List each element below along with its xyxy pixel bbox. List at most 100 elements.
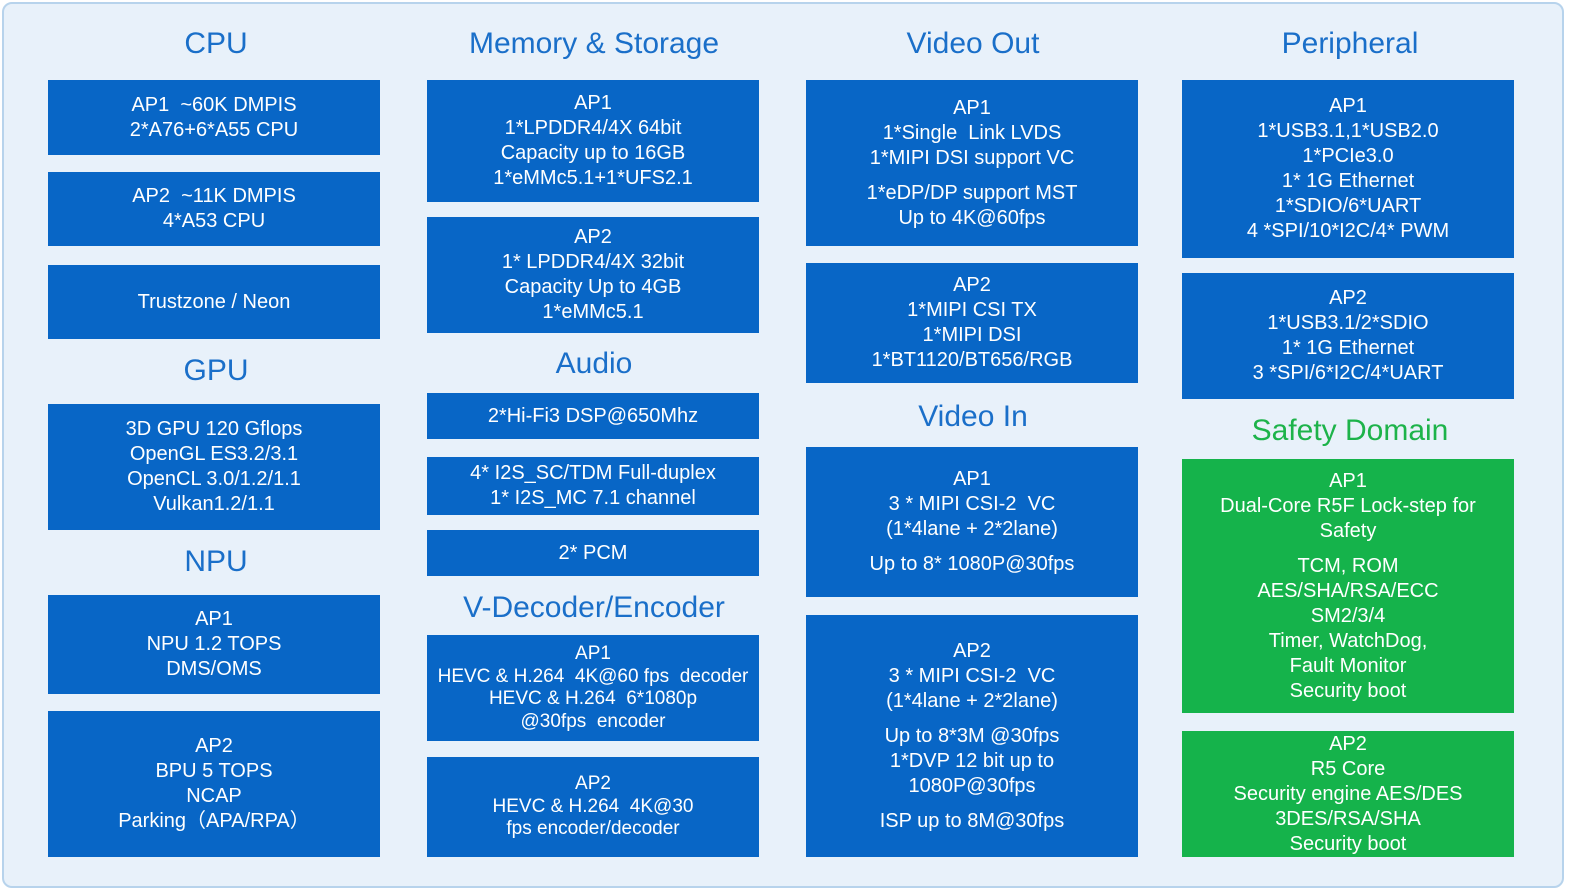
audio-heading: Audio (555, 347, 633, 380)
npu-heading: NPU (184, 545, 248, 578)
box-text-line: 3 * MIPI CSI-2 VC (888, 493, 1056, 515)
box-text-line: AP2 (953, 639, 991, 662)
box-text-line: 1*MIPI DSI (922, 324, 1022, 346)
box-text-line: 4 *SPI/10*I2C/4* PWM (1246, 220, 1450, 242)
box-text-line: 1* I2S_MC 7.1 channel (490, 487, 696, 509)
box-text-line: Up to 4K@60fps (898, 206, 1046, 229)
box-text-line: AP1 ~60K DMPIS (131, 93, 297, 116)
box-text-line: AP2 (575, 773, 611, 795)
box-text-line: fps encoder/decoder (506, 818, 680, 840)
video-out-heading: Video Out (906, 27, 1040, 60)
box-text-line: AP1 (953, 468, 991, 490)
box-text-line: AP2 (1329, 287, 1367, 309)
box-text-line: R5 Core (1310, 757, 1386, 780)
box-text-line: Fault Monitor (1289, 654, 1407, 677)
box-text-line: 1*BT1120/BT656/RGB (871, 349, 1073, 371)
box-text-line: 3 *SPI/6*I2C/4*UART (1252, 362, 1444, 384)
box-text-line: NCAP (186, 785, 242, 807)
box-text-line: AP1 (953, 96, 991, 119)
video-in-heading: Video In (918, 400, 1028, 433)
peripheral-ap2-box: AP2 1*USB3.1/2*SDIO 1* 1G Ethernet 3 *SPI/6… (1182, 273, 1514, 399)
box-text-line: AP2 (195, 735, 233, 757)
box-text-line: 4* I2S_SC/TDM Full-duplex (470, 462, 716, 484)
box-text-line: 1* 1G Ethernet (1281, 337, 1415, 359)
box-text-line: Security boot (1289, 832, 1407, 855)
video-out-ap2-box: AP2 1*MIPI CSI TX 1*MIPI DSI 1*BT1120/BT656… (806, 263, 1138, 383)
box-text-line: @30fps encoder (520, 710, 666, 732)
box-text-line: Up to 8* 1080P@30fps (869, 553, 1075, 575)
box-text-line: 1*SDIO/6*UART (1274, 195, 1422, 217)
box-text-line: 1* LPDDR4/4X 32bit (501, 251, 685, 273)
box-text-line: Dual-Core R5F Lock-step for (1220, 494, 1476, 517)
box-text-line: AES/SHA/RSA/ECC (1257, 579, 1439, 602)
box-text-line: 3D GPU 120 Gflops (125, 418, 303, 440)
box-text-line: AP2 ~11K DMPIS (132, 185, 296, 207)
box-text-line: Security engine AES/DES (1233, 782, 1463, 805)
box-text-line: AP1 (195, 608, 233, 630)
box-text-line: SM2/3/4 (1310, 604, 1386, 627)
box-text-line: 2* PCM (558, 541, 628, 564)
box-text-line: 4*A53 CPU (162, 210, 266, 232)
video-in-ap1-box: AP1 3 * MIPI CSI-2 VC (1*4lane + 2*2lane) U… (806, 447, 1138, 597)
box-text-line: AP2 (1329, 732, 1367, 755)
box-text-line: BPU 5 TOPS (155, 760, 273, 782)
box-text-line: Capacity Up to 4GB (504, 276, 682, 298)
box-text-line: OpenCL 3.0/1.2/1.1 (127, 468, 301, 490)
box-text-line: (1*4lane + 2*2lane) (886, 689, 1058, 712)
peripheral-heading: Peripheral (1281, 27, 1419, 60)
codec-heading: V-Decoder/Encoder (463, 591, 725, 624)
audio-i2s-box: 4* I2S_SC/TDM Full-duplex 1* I2S_MC 7.1 c… (427, 457, 759, 515)
box-text-line: TCM, ROM (1297, 554, 1399, 577)
cpu-ap2-box: AP2 ~11K DMPIS 4*A53 CPU (48, 172, 380, 246)
box-text-line: 2*A76+6*A55 CPU (129, 118, 299, 141)
box-text-line: 1*eMMc5.1 (542, 301, 644, 323)
box-text-line: Vulkan1.2/1.1 (153, 493, 275, 515)
box-text-line: ISP up to 8M@30fps (879, 809, 1065, 832)
box-text-line: 1*Single Link LVDS (882, 121, 1062, 144)
box-text-line: 3 * MIPI CSI-2 VC (888, 664, 1056, 687)
box-text-line: AP1 (1329, 469, 1367, 492)
box-text-line: 1*USB3.1/2*SDIO (1267, 312, 1429, 334)
box-text-line: 3DES/RSA/SHA (1275, 807, 1421, 830)
box-text-line: 1*USB3.1,1*USB2.0 (1257, 120, 1439, 142)
box-text-line: DMS/OMS (166, 658, 262, 680)
box-text-line: HEVC & H.264 4K@60 fps decoder (437, 665, 749, 687)
box-text-line: 1*MIPI DSI support VC (869, 146, 1075, 169)
safety-heading: Safety Domain (1251, 414, 1449, 447)
box-text-line: Security boot (1289, 679, 1407, 702)
box-text-line: AP1 (1329, 95, 1367, 117)
box-text-line: Parking（APA/RPA） (118, 810, 310, 832)
gpu-heading: GPU (183, 354, 249, 387)
box-text-line: Capacity up to 16GB (500, 142, 686, 164)
box-text-line: AP2 (953, 274, 991, 296)
box-text-line: 1*PCIe3.0 (1302, 145, 1394, 167)
box-text-line: Trustzone / Neon (137, 290, 291, 313)
box-text-line: Up to 8*3M @30fps (884, 724, 1060, 747)
cpu-heading: CPU (184, 27, 248, 60)
memory-heading: Memory & Storage (468, 27, 720, 60)
box-text-line: Timer, WatchDog, (1268, 629, 1428, 652)
audio-pcm-box: 2* PCM (427, 530, 759, 576)
box-text-line: 1*MIPI CSI TX (907, 299, 1037, 321)
box-text-line: 1*eMMc5.1+1*UFS2.1 (493, 167, 693, 189)
box-text-line: AP1 (574, 92, 612, 114)
box-text-line: 1080P@30fps (908, 774, 1036, 797)
box-text-line: AP1 (575, 643, 611, 664)
box-text-line: AP2 (574, 226, 612, 248)
audio-dsp-box: 2*Hi-Fi3 DSP@650Mhz (427, 393, 759, 439)
box-text-line: (1*4lane + 2*2lane) (886, 518, 1058, 540)
box-text-line: 1*DVP 12 bit up to (889, 749, 1055, 772)
